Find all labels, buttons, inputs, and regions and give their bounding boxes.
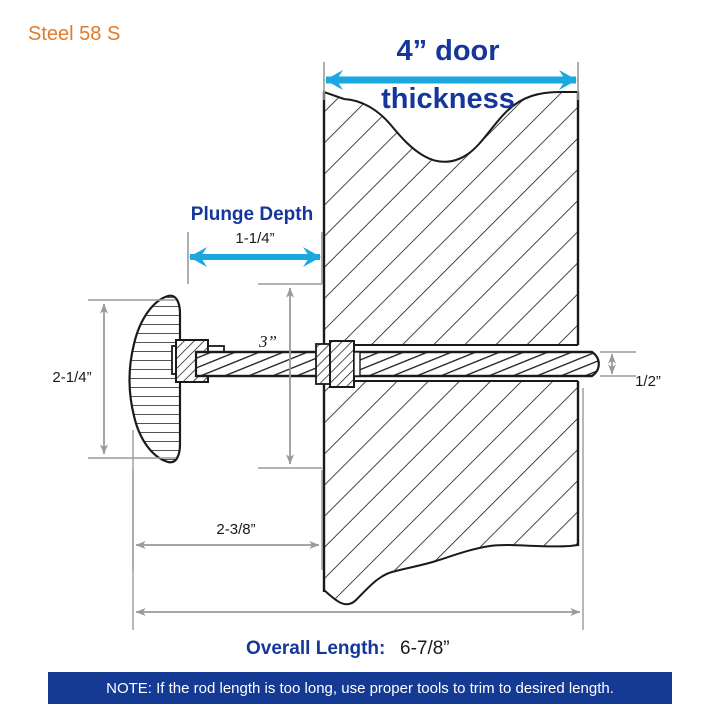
page-title: Steel 58 S (28, 23, 120, 45)
dimension-plunge-depth (187, 232, 323, 284)
dimension-door-thickness (323, 62, 579, 100)
threaded-rod (194, 350, 600, 378)
dimension-label-plunge-depth: 1-1/4” (235, 230, 274, 247)
knob-body (128, 294, 182, 464)
note-bar-background (48, 672, 672, 704)
rod-body (194, 350, 600, 378)
dimension-rod-height (258, 283, 322, 469)
note-bar: NOTE: If the rod length is too long, use… (48, 672, 672, 704)
dimension-overall-length (132, 388, 584, 630)
sleeve-shoulder (353, 351, 361, 377)
door-thickness-callout-line1: 4” door (396, 35, 499, 67)
dimension-label-rod-height: 3” (258, 332, 277, 351)
plunge-depth-callout: Plunge Depth (191, 204, 313, 225)
overall-length-label: Overall Length: (246, 638, 385, 659)
dimension-label-knob-to-door: 2-3/8” (216, 521, 255, 538)
dimension-label-rod-diameter: 1/2” (635, 373, 661, 390)
dimension-knob-diameter (88, 299, 176, 459)
dimension-rod-diameter (600, 351, 636, 377)
dimension-label-knob-diameter: 2-1/4” (52, 369, 91, 386)
sleeve-washer (315, 340, 361, 388)
note-bar-text: NOTE: If the rod length is too long, use… (106, 680, 614, 697)
sleeve-barrel (329, 340, 355, 388)
door-thickness-callout-line2: thickness (381, 83, 515, 115)
overall-length-value: 6-7/8” (400, 638, 450, 659)
face-washer (315, 343, 331, 385)
